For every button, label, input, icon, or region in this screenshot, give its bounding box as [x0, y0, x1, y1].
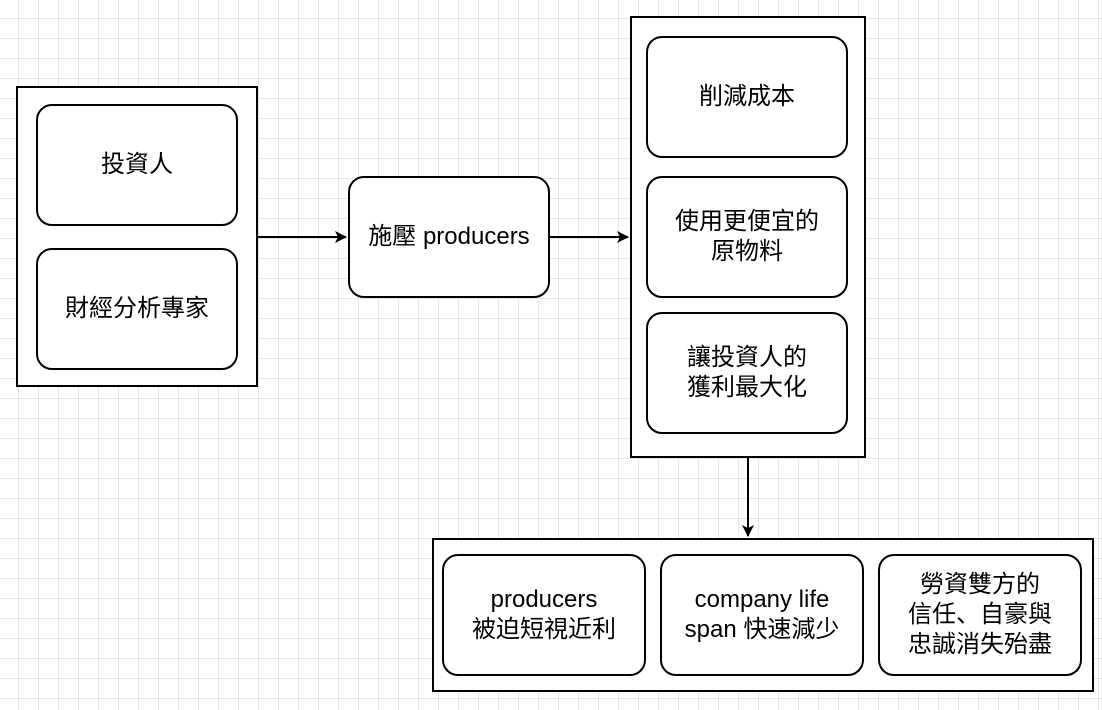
node-short-sighted[interactable]: producers 被迫短視近利	[442, 554, 646, 676]
node-financial-analysts[interactable]: 財經分析專家	[36, 248, 238, 370]
node-investors-label: 投資人	[101, 151, 173, 178]
node-maximize-profit-label: 讓投資人的 獲利最大化	[687, 344, 807, 401]
node-cut-costs[interactable]: 削減成本	[646, 36, 848, 158]
node-short-sighted-label: producers 被迫短視近利	[472, 586, 616, 643]
node-financial-analysts-label: 財經分析專家	[65, 295, 209, 322]
node-trust-lost-label: 勞資雙方的 信任、自豪與 忠誠消失殆盡	[908, 571, 1052, 658]
node-lifespan-label: company life span 快速減少	[684, 586, 840, 643]
node-cheaper-materials-label: 使用更便宜的 原物料	[675, 208, 819, 265]
node-maximize-profit[interactable]: 讓投資人的 獲利最大化	[646, 312, 848, 434]
node-lifespan[interactable]: company life span 快速減少	[660, 554, 864, 676]
node-pressure-producers-label: 施壓 producers	[368, 223, 530, 250]
node-trust-lost[interactable]: 勞資雙方的 信任、自豪與 忠誠消失殆盡	[878, 554, 1082, 676]
node-pressure-producers[interactable]: 施壓 producers	[348, 176, 550, 298]
node-cheaper-materials[interactable]: 使用更便宜的 原物料	[646, 176, 848, 298]
node-cut-costs-label: 削減成本	[699, 83, 795, 110]
node-investors[interactable]: 投資人	[36, 104, 238, 226]
